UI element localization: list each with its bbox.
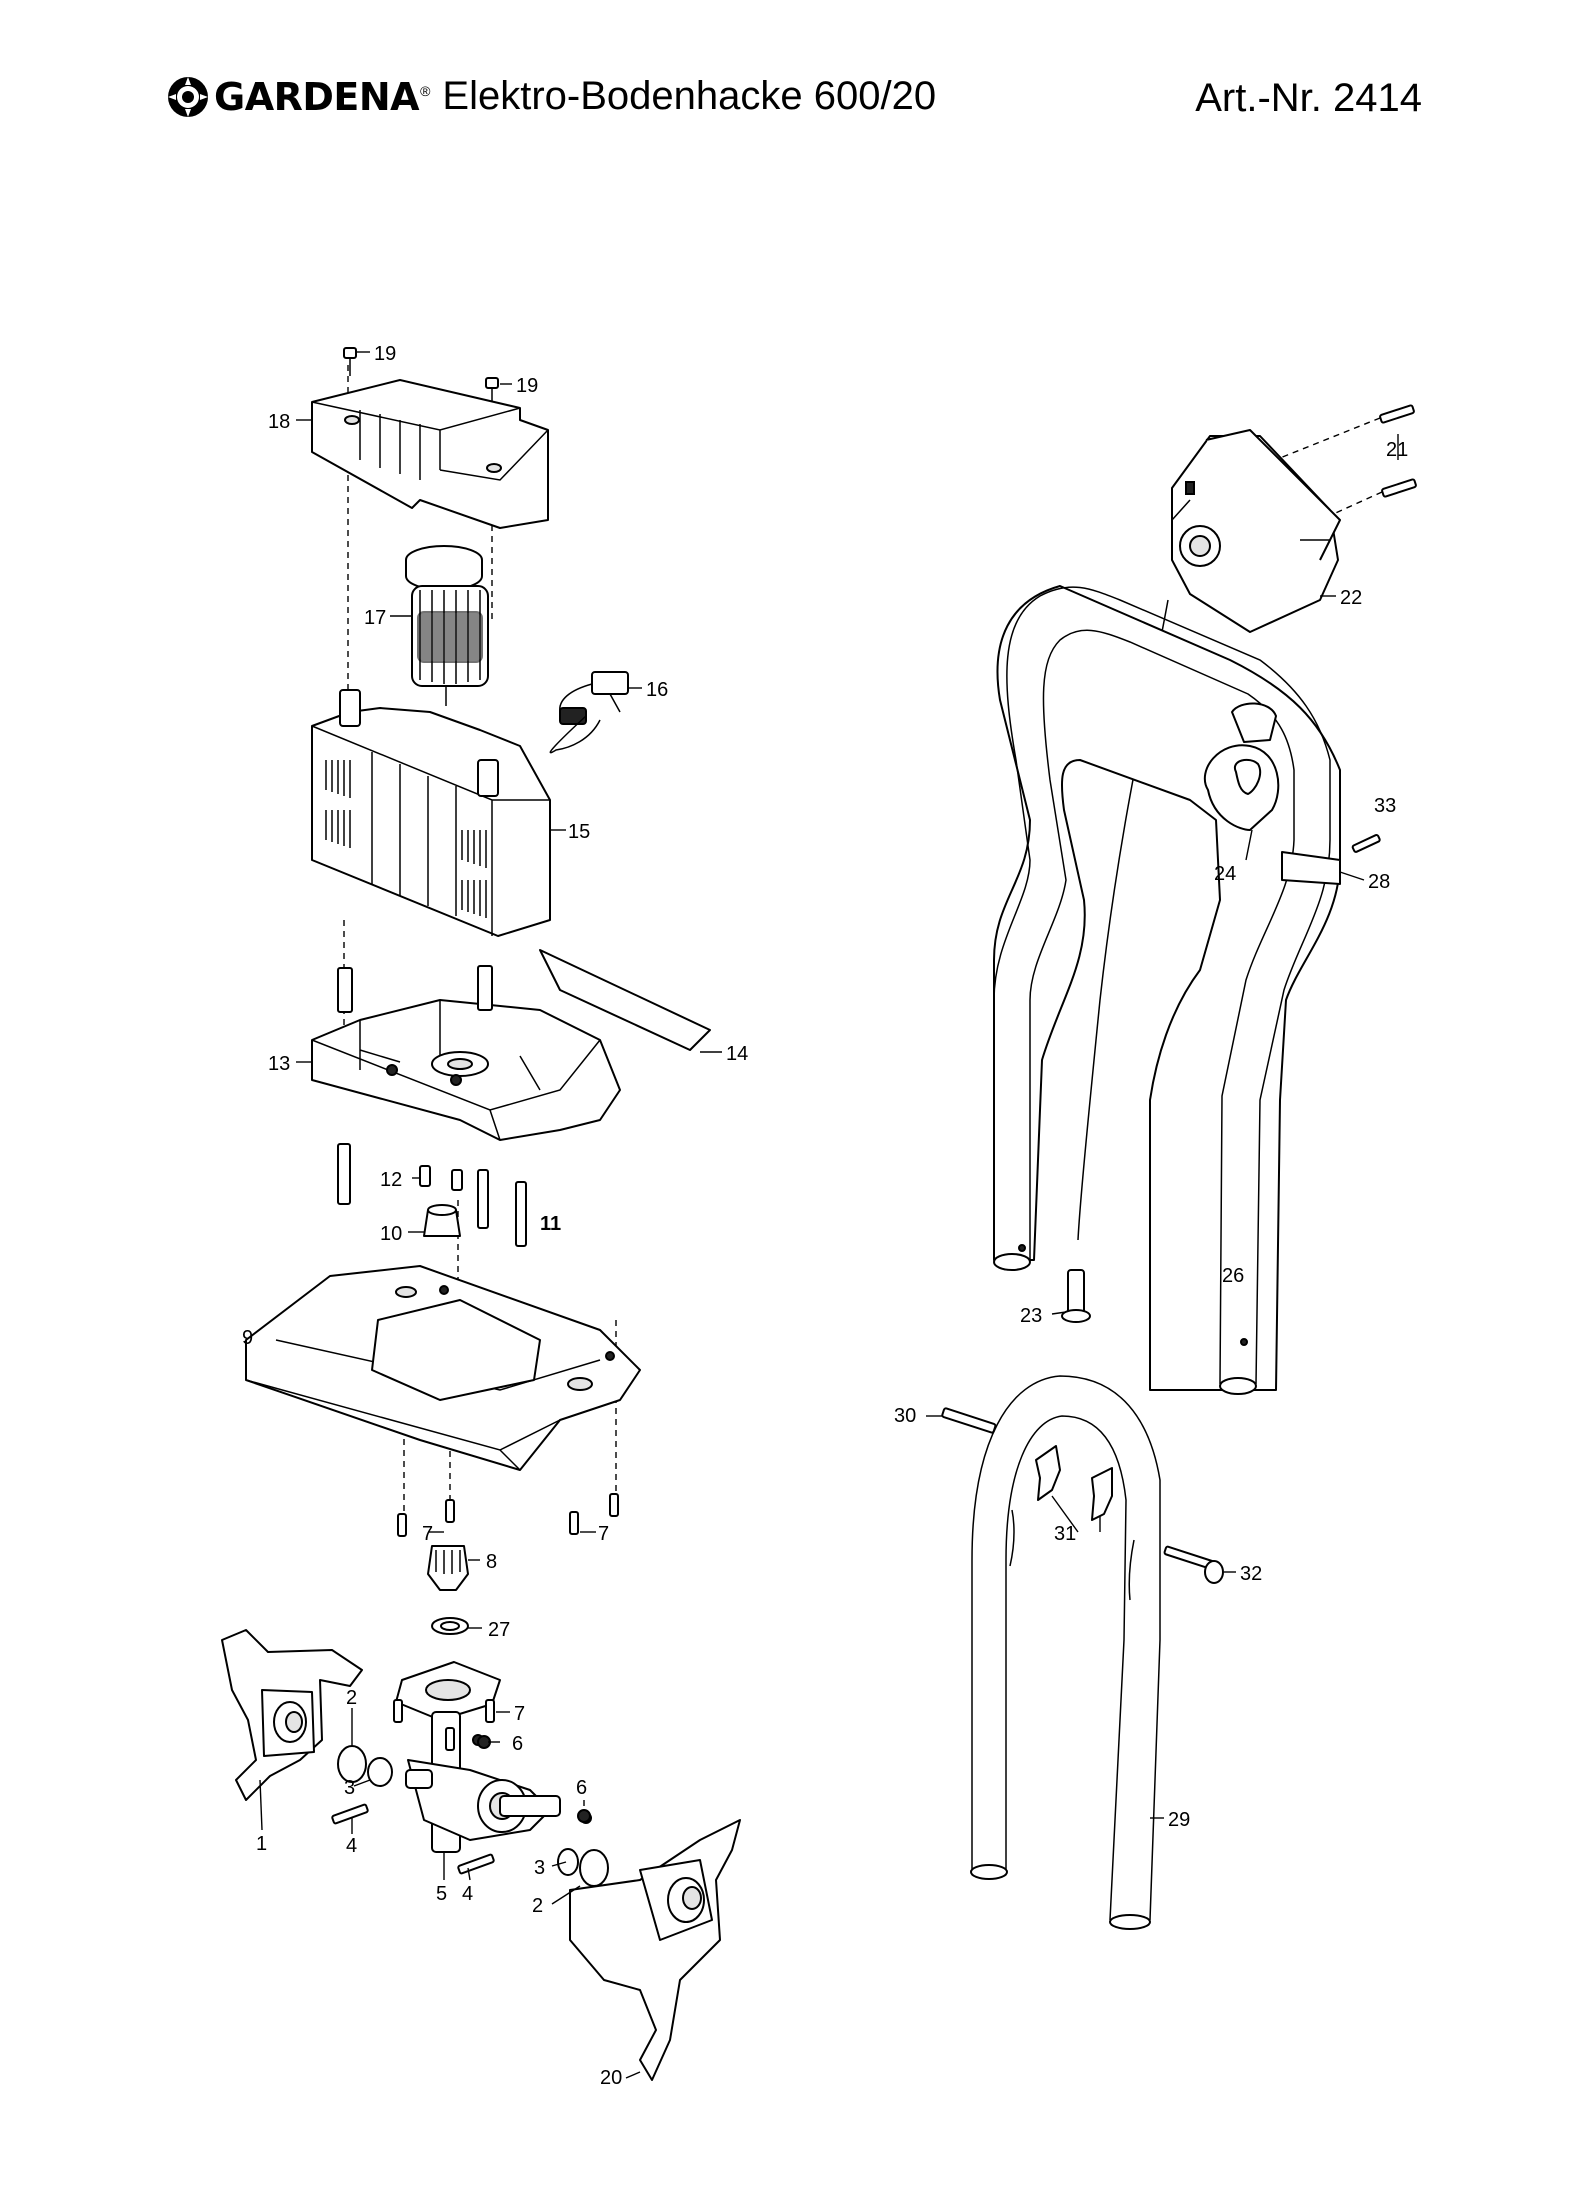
callout-21: 21 (1386, 439, 1408, 461)
callout-27: 27 (488, 1619, 510, 1641)
brand-name: GARDENA (214, 74, 420, 119)
callout-labels: 19 19 18 17 16 15 14 13 12 11 10 9 7 7 8… (242, 343, 1408, 2089)
callout-15: 15 (568, 821, 590, 843)
screw-11-group (451, 1169, 527, 1247)
callout-2b: 2 (532, 1895, 543, 1917)
pinion-8 (427, 1545, 469, 1591)
callout-32: 32 (1240, 1563, 1262, 1585)
callout-31: 31 (1054, 1523, 1076, 1545)
callout-22: 22 (1340, 587, 1362, 609)
upper-handle-26 (993, 585, 1341, 1395)
washer-3-right (557, 1848, 579, 1876)
screw-19-top (343, 347, 357, 376)
callout-18: 18 (268, 411, 290, 433)
article-number: Art.-Nr. 2414 (1195, 76, 1422, 120)
clamp-28 (1281, 851, 1341, 885)
callout-10: 10 (380, 1223, 402, 1245)
screw-12 (419, 1165, 431, 1187)
product-title: Elektro-Bodenhacke 600/20 (442, 74, 937, 118)
motor-cover-18 (311, 379, 549, 529)
tine-20-right (569, 1819, 741, 2081)
callout-4a: 4 (346, 1835, 357, 1857)
callout-17: 17 (364, 607, 386, 629)
callout-7a: 7 (422, 1523, 433, 1545)
bolt-4-left (331, 1803, 369, 1825)
gear-shaft-assembly (395, 1661, 592, 1853)
callout-7c: 7 (514, 1703, 525, 1725)
gardena-logo-icon (168, 76, 208, 117)
washer-3-left (367, 1757, 393, 1787)
shield-plate-14 (539, 949, 711, 1051)
callout-12: 12 (380, 1169, 402, 1191)
motor-armature-17 (405, 545, 489, 706)
motor-housing-15 (311, 689, 551, 937)
tine-cover-9 (245, 1265, 641, 1471)
callout-13: 13 (268, 1053, 290, 1075)
cable-connector-16 (549, 671, 629, 754)
callout-28: 28 (1368, 871, 1390, 893)
screws-7-under-cover (397, 1493, 619, 1537)
gearbox-base-13 (311, 965, 621, 1141)
callout-1: 1 (256, 1833, 267, 1855)
nut-6-lower (577, 1809, 591, 1823)
brand-block: GARDENA ® Elektro-Bodenhacke 600/20 (166, 74, 936, 119)
washer-2-right (579, 1849, 609, 1887)
registered-mark: ® (420, 82, 431, 99)
bushing-10 (423, 1204, 461, 1237)
screws-21 (1379, 404, 1417, 498)
callout-19a: 19 (374, 343, 396, 365)
bolt-30 (941, 1407, 997, 1434)
leader-lines (259, 351, 1399, 2079)
callout-2a: 2 (346, 1687, 357, 1709)
screw-7-flange-left (393, 1699, 403, 1723)
screw-7-flange-right (485, 1699, 495, 1723)
callout-5: 5 (436, 1883, 447, 1905)
bolt-32 (1163, 1545, 1224, 1584)
callout-30: 30 (894, 1405, 916, 1427)
tine-1-left (221, 1629, 363, 1801)
callout-9: 9 (242, 1327, 253, 1349)
page-header: GARDENA ® Elektro-Bodenhacke 600/20 Art.… (0, 0, 1572, 200)
plug-23 (1061, 1269, 1091, 1323)
callout-6a: 6 (512, 1733, 523, 1755)
lower-handle-29 (970, 1375, 1161, 1930)
cable-hook-24 (1203, 702, 1280, 831)
screw-long-left (337, 1143, 351, 1205)
callout-20: 20 (600, 2067, 622, 2089)
callout-6b: 6 (576, 1777, 587, 1799)
callout-4b: 4 (462, 1883, 473, 1905)
washer-27-inner (440, 1621, 460, 1631)
callout-3b: 3 (534, 1857, 545, 1879)
callout-26: 26 (1222, 1265, 1244, 1287)
callout-16: 16 (646, 679, 668, 701)
screw-33 (1351, 834, 1381, 853)
bolt-4-right (457, 1853, 495, 1875)
callout-29: 29 (1168, 1809, 1190, 1831)
callout-11: 11 (540, 1213, 561, 1235)
callout-24: 24 (1214, 863, 1236, 885)
callout-19b: 19 (516, 375, 538, 397)
switch-housing-22 (1171, 429, 1341, 633)
callout-8: 8 (486, 1551, 497, 1573)
callout-23: 23 (1020, 1305, 1042, 1327)
callout-7b: 7 (598, 1523, 609, 1545)
callout-14: 14 (726, 1043, 748, 1065)
callout-33: 33 (1374, 795, 1396, 817)
screw-flange-middle (445, 1727, 455, 1751)
wing-nuts-31 (1035, 1445, 1113, 1521)
callout-3a: 3 (344, 1777, 355, 1799)
